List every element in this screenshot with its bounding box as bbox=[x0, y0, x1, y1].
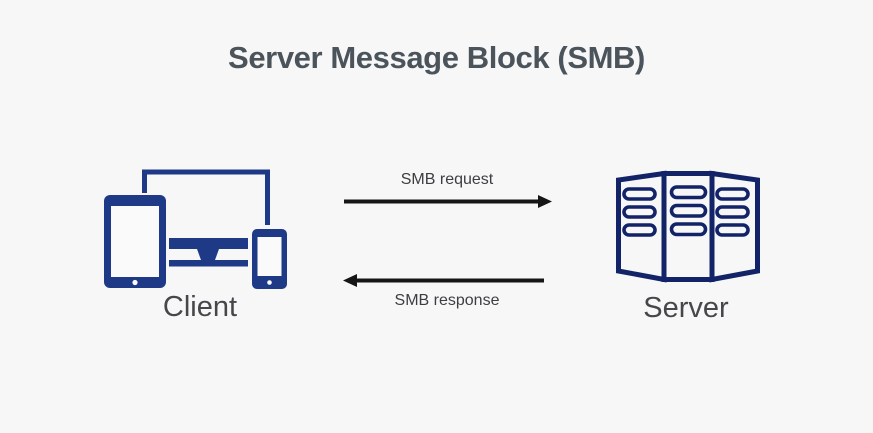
server-rack-icon bbox=[616, 170, 760, 283]
diagram-title: Server Message Block (SMB) bbox=[228, 40, 645, 75]
server-towers bbox=[616, 170, 760, 283]
monitor-shape bbox=[142, 169, 270, 267]
request-arrow-icon bbox=[344, 195, 552, 208]
response-label: SMB response bbox=[394, 292, 500, 309]
response-arrow-icon bbox=[343, 274, 544, 287]
request-label: SMB request bbox=[400, 171, 494, 188]
server-drive-slots bbox=[622, 185, 750, 237]
phone-shape bbox=[252, 229, 287, 289]
client-devices-icon bbox=[104, 169, 287, 289]
client-label: Client bbox=[162, 291, 238, 323]
server-label: Server bbox=[643, 292, 729, 324]
tablet-shape bbox=[104, 195, 166, 288]
